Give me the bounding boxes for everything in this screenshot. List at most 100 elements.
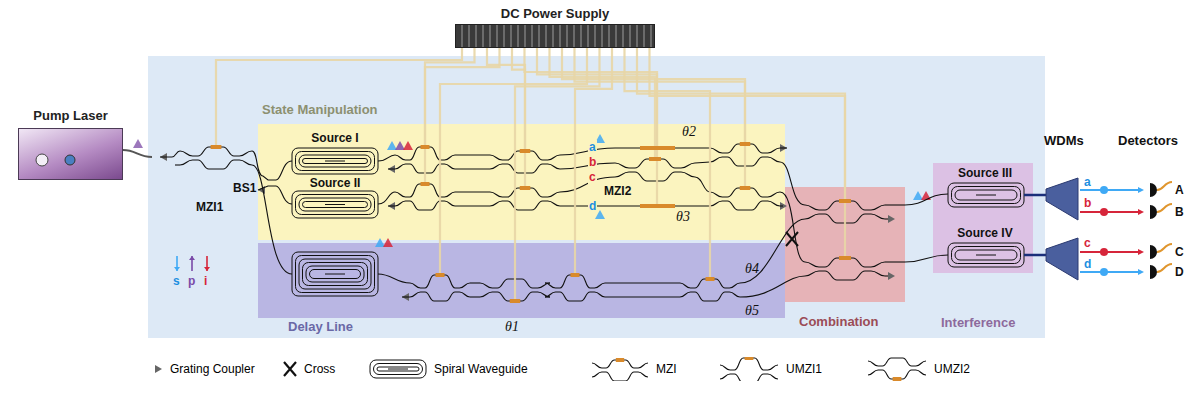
waveguide <box>455 191 490 192</box>
waveguide <box>780 192 805 262</box>
legend-text: Grating Coupler <box>170 362 255 376</box>
waveguide <box>885 204 905 205</box>
heater <box>839 256 851 260</box>
wdm-output <box>1080 211 1138 213</box>
heater <box>640 146 675 150</box>
photon-dot <box>1100 208 1108 216</box>
part-label: p <box>188 274 195 288</box>
part-label: c <box>1084 236 1091 250</box>
spiral-waveguide <box>292 148 378 174</box>
region-band: State ManipulationSource ISource II <box>258 124 785 240</box>
waveguide-connector <box>905 194 948 205</box>
legend-icon <box>150 357 164 381</box>
spiral-waveguide <box>299 259 371 289</box>
spiral-waveguide <box>952 247 1021 264</box>
heater <box>616 358 624 362</box>
dc-wire <box>550 48 656 159</box>
heater <box>571 273 580 277</box>
waveguide <box>378 155 395 161</box>
node-title: State Manipulation <box>262 102 378 117</box>
legend-icon <box>368 357 428 381</box>
mzi-arm <box>868 358 926 366</box>
spiral-waveguide <box>303 263 368 286</box>
wdm <box>1046 238 1078 280</box>
node-title: Pump Laser <box>19 108 122 123</box>
waveguide <box>740 276 805 297</box>
spiral-center <box>976 255 996 256</box>
spiral-waveguide <box>955 250 1017 260</box>
phase-label: θ1 <box>505 320 519 334</box>
heater <box>740 186 751 190</box>
waveguide <box>388 205 395 206</box>
legend-icon <box>590 357 650 381</box>
pump-laser: Pump Laser <box>18 128 123 180</box>
legend-text: UMZI1 <box>786 362 822 376</box>
node-title: Interference <box>941 315 1015 330</box>
grating-coupler <box>155 365 162 373</box>
fiber <box>1024 194 1046 197</box>
wdm-output <box>1080 189 1138 191</box>
part-label: MZI2 <box>604 184 631 198</box>
node-title: DC Power Supply <box>456 6 654 21</box>
node-title: Combination <box>799 314 878 329</box>
waveguide <box>470 296 480 297</box>
legend-item: Cross <box>282 357 335 381</box>
photon-packet <box>395 141 405 150</box>
detector-fiber <box>1157 264 1172 272</box>
mzi-arm <box>410 292 470 301</box>
spiral-waveguide <box>303 202 368 208</box>
part-label: D <box>1175 265 1184 279</box>
spiral-waveguide <box>374 364 423 375</box>
phase-label: θ3 <box>676 210 690 224</box>
arrow-head <box>174 267 180 271</box>
part-label: A <box>1175 183 1184 197</box>
spiral-waveguide <box>292 252 378 296</box>
spiral-waveguide <box>296 256 375 293</box>
dc-wire <box>440 48 587 275</box>
waveguide <box>885 275 888 276</box>
part-label: B <box>1175 205 1184 219</box>
node-title: Source III <box>940 166 1030 180</box>
spiral-waveguide <box>299 155 371 167</box>
part-label: b <box>588 155 597 169</box>
dc-wire <box>487 48 525 151</box>
mzi-arm <box>592 372 648 381</box>
heater <box>839 199 851 203</box>
legend-item: UMZI2 <box>866 357 970 381</box>
detector-fiber <box>1157 204 1172 212</box>
waveguide <box>175 164 180 165</box>
mzi-arm <box>710 201 780 210</box>
dc-wire <box>425 48 475 147</box>
heater <box>893 377 902 381</box>
photon-packet <box>403 141 413 150</box>
part-label: MZI1 <box>196 200 223 214</box>
spiral-center <box>325 161 345 162</box>
waveguide <box>470 282 480 283</box>
waveguide <box>780 205 783 206</box>
photon-dot <box>1100 248 1108 256</box>
arrow-head <box>1138 269 1144 275</box>
photon-dot <box>1100 268 1108 276</box>
heater <box>740 142 751 146</box>
photon-packet <box>387 141 397 150</box>
waveguide-cross <box>786 232 798 246</box>
grating-coupler <box>888 215 895 223</box>
legend-item: UMZI1 <box>718 357 822 381</box>
heater <box>421 145 430 149</box>
heater <box>745 357 754 360</box>
dc-wire <box>537 48 657 206</box>
waveguide <box>455 168 490 169</box>
phase-label: θ2 <box>682 125 696 139</box>
legend-item: MZI <box>590 357 677 381</box>
waveguide <box>378 192 395 204</box>
spiral-waveguide <box>292 191 378 218</box>
fiber <box>123 150 152 157</box>
grating-coupler <box>388 165 395 173</box>
waveguide <box>455 154 490 155</box>
spiral-waveguide <box>377 367 419 371</box>
grating-coupler <box>388 202 395 210</box>
waveguide <box>455 205 490 206</box>
phase-label: θ4 <box>745 262 759 276</box>
photon-packet <box>383 238 393 247</box>
